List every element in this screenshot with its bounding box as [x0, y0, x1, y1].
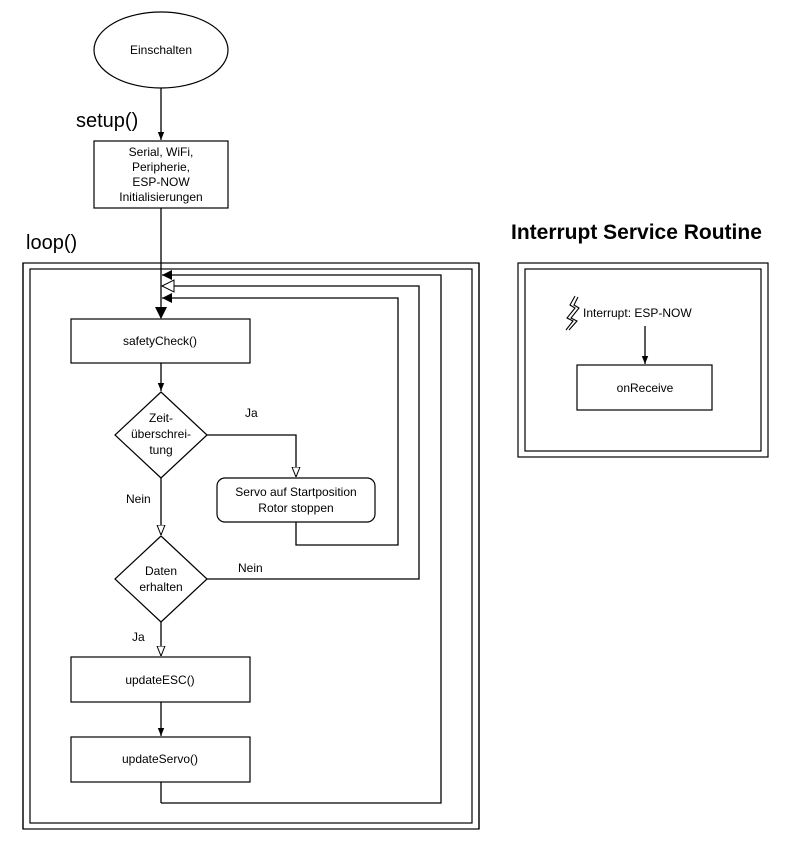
- setup-line-4: Initialisierungen: [119, 190, 202, 204]
- loop-return-outer: [161, 274, 442, 804]
- isr-frame: [517, 262, 769, 458]
- timeout-line-2: überschrei-: [131, 427, 191, 441]
- timeout-yes-label: Ja: [245, 406, 258, 420]
- data-yes-label: Ja: [132, 630, 145, 644]
- safety-check-box: safetyCheck(): [70, 318, 251, 364]
- data-line-2: erhalten: [139, 580, 182, 594]
- reset-line-1: Servo auf Startposition: [235, 485, 356, 499]
- timeout-line-3: tung: [149, 443, 172, 457]
- timeout-line-1: Zeit-: [149, 411, 173, 425]
- setup-line-2: Peripherie,: [132, 160, 190, 174]
- update-servo-box: updateServo(): [70, 736, 251, 783]
- reset-box: Servo auf Startposition Rotor stoppen: [216, 477, 376, 523]
- data-no-label: Nein: [238, 561, 263, 575]
- update-servo-label: updateServo(): [122, 752, 198, 766]
- loop-return-timeout: [162, 297, 399, 546]
- data-line-1: Daten: [145, 564, 177, 578]
- loop-frame: [22, 262, 480, 830]
- update-esc-box: updateESC(): [70, 656, 251, 703]
- setup-line-1: Serial, WiFi,: [129, 145, 194, 159]
- arrow-timeout-yes: [207, 434, 296, 477]
- timeout-no-label: Nein: [126, 492, 151, 506]
- update-esc-label: updateESC(): [125, 673, 194, 687]
- arrow-head-safety: [155, 307, 167, 319]
- loop-label: loop(): [26, 232, 77, 254]
- lightning-icon: [565, 295, 580, 331]
- loop-return-nodata: [162, 285, 420, 580]
- setup-label: setup(): [76, 110, 138, 132]
- safety-check-label: safetyCheck(): [123, 334, 197, 348]
- start-label: Einschalten: [130, 43, 192, 57]
- start-node: Einschalten: [93, 11, 229, 89]
- timeout-decision: Zeit- überschrei- tung: [114, 391, 208, 479]
- isr-title: Interrupt Service Routine: [511, 221, 762, 244]
- setup-line-3: ESP-NOW: [132, 175, 190, 189]
- on-receive-box: onReceive: [576, 364, 713, 411]
- setup-box: Serial, WiFi, Peripherie, ESP-NOW Initia…: [93, 140, 229, 209]
- on-receive-label: onReceive: [617, 381, 674, 395]
- data-decision: Daten erhalten: [114, 535, 208, 623]
- isr-trigger-label: Interrupt: ESP-NOW: [583, 306, 692, 320]
- reset-line-2: Rotor stoppen: [258, 501, 333, 515]
